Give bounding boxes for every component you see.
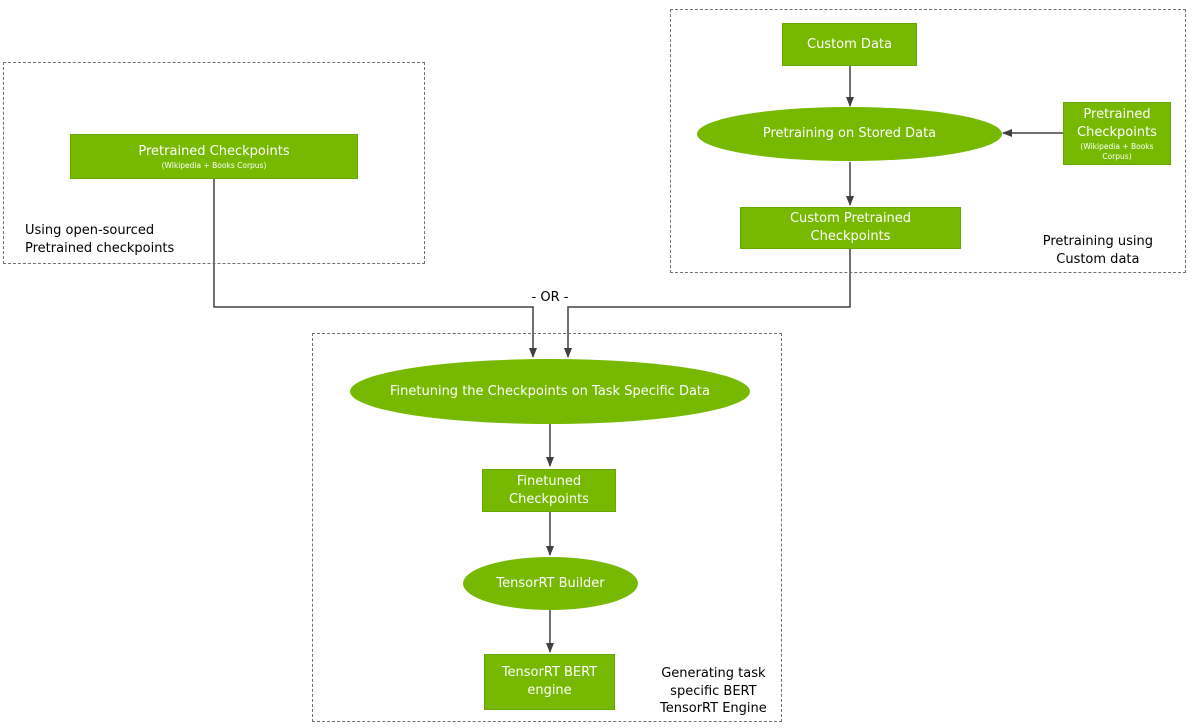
group-label-open-sourced: Using open-sourced Pretrained checkpoint… [25,222,174,257]
node-tensorrt-builder: TensorRT Builder [463,557,638,610]
node-title: Custom Data [807,36,892,52]
node-title: Pretraining on Stored Data [762,126,937,142]
node-tensorrt-bert-engine: TensorRT BERT engine [484,654,615,710]
node-custom-data: Custom Data [782,23,917,66]
node-title: Checkpoints [1077,124,1157,140]
node-finetuning-checkpoints: Finetuning the Checkpoints on Task Speci… [350,359,750,424]
group-engine-generation: Generating task specific BERT TensorRT E… [312,333,782,722]
group-label-line: Using open-sourced [25,223,155,238]
node-title: Custom Pretrained [789,211,912,227]
group-open-sourced-checkpoints: Using open-sourced Pretrained checkpoint… [3,62,425,264]
node-title: Pretrained Checkpoints [138,143,290,159]
node-custom-pretrained-checkpoints: Custom Pretrained Checkpoints [740,207,961,249]
node-title: engine [527,683,572,698]
node-title: Checkpoints [509,491,589,507]
node-title: Finetuning the Checkpoints on Task Speci… [390,383,710,399]
group-label-engine: Generating task specific BERT TensorRT E… [660,665,767,718]
group-label-line: specific BERT [670,683,757,699]
node-title: Checkpoints [810,229,891,244]
group-label-line: Generating task [661,666,766,681]
node-pretraining-on-stored-data: Pretraining on Stored Data [697,107,1002,161]
or-label: - OR - [531,290,569,305]
node-subtitle: (Wikipedia + Books Corpus) [161,161,267,171]
node-pretrained-checkpoints-left: Pretrained Checkpoints (Wikipedia + Book… [70,134,358,179]
node-title: Finetuned [516,473,582,489]
group-label-line: Pretraining using [1042,234,1153,249]
group-label-custom-data: Pretraining using Custom data [1043,233,1153,268]
group-label-line: TensorRT Engine [660,701,767,717]
connector-custom-to-finetuning [564,249,851,358]
node-finetuned-checkpoints: Finetuned Checkpoints [482,469,616,512]
node-subtitle: Corpus) [1102,152,1132,162]
group-label-line: Custom data [1056,251,1140,267]
node-subtitle: (Wikipedia + Books [1080,142,1154,152]
group-custom-data-pretraining: Pretraining using Custom data [670,9,1186,273]
node-title: TensorRT Builder [496,575,605,591]
node-title: TensorRT BERT [501,665,598,681]
connector-open-source-to-finetuning [213,179,537,358]
node-title: Pretrained [1083,106,1151,122]
group-label-line: Pretrained checkpoints [25,240,175,256]
node-pretrained-checkpoints-right: Pretrained Checkpoints (Wikipedia + Book… [1063,102,1171,165]
